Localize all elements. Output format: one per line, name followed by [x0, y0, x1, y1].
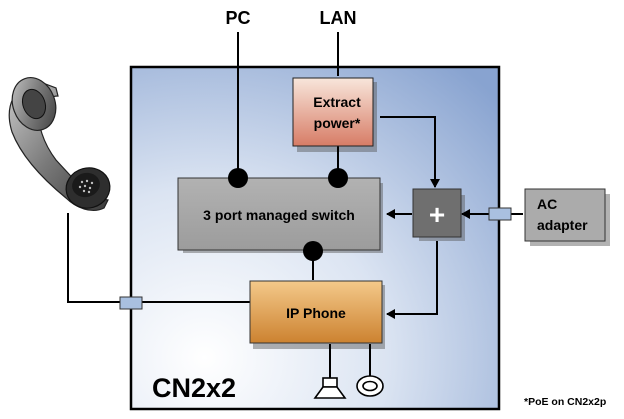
- pc-port-dot: [228, 168, 248, 188]
- microphone-icon: [356, 375, 384, 397]
- ip-phone-label: IP Phone: [286, 305, 346, 321]
- handset-line-a: [67, 213, 120, 303]
- pc-label: PC: [225, 8, 250, 28]
- ac-connector: [488, 207, 512, 221]
- port-dots: [228, 168, 348, 261]
- ac-adapter-label-line2: adapter: [537, 217, 588, 233]
- extract-power-box: [292, 77, 374, 147]
- power-combiner-box: [412, 188, 462, 238]
- ac-adapter-label-line1: AC: [537, 196, 557, 212]
- handset-connector: [119, 296, 143, 310]
- connection-lines: [67, 32, 523, 378]
- lan-port-dot: [328, 168, 348, 188]
- ac-adapter-box: [524, 188, 606, 242]
- footnote: *PoE on CN2x2p: [524, 396, 606, 408]
- device-label: CN2x2: [152, 373, 236, 403]
- plus-symbol: +: [429, 199, 445, 230]
- plus-to-phone-arrow: [386, 241, 438, 319]
- ip-phone-box: [249, 280, 383, 344]
- extract-power-label-line1: Extract: [313, 94, 361, 110]
- phone-port-dot: [303, 241, 323, 261]
- telephone-handset-icon: [8, 77, 111, 211]
- switch-box: [177, 177, 381, 251]
- extract-power-label-line2: power*: [314, 115, 361, 131]
- switch-label: 3 port managed switch: [203, 207, 355, 223]
- power-to-plus-arrow: [380, 116, 440, 188]
- speaker-icon: [313, 377, 347, 399]
- lan-label: LAN: [320, 8, 357, 28]
